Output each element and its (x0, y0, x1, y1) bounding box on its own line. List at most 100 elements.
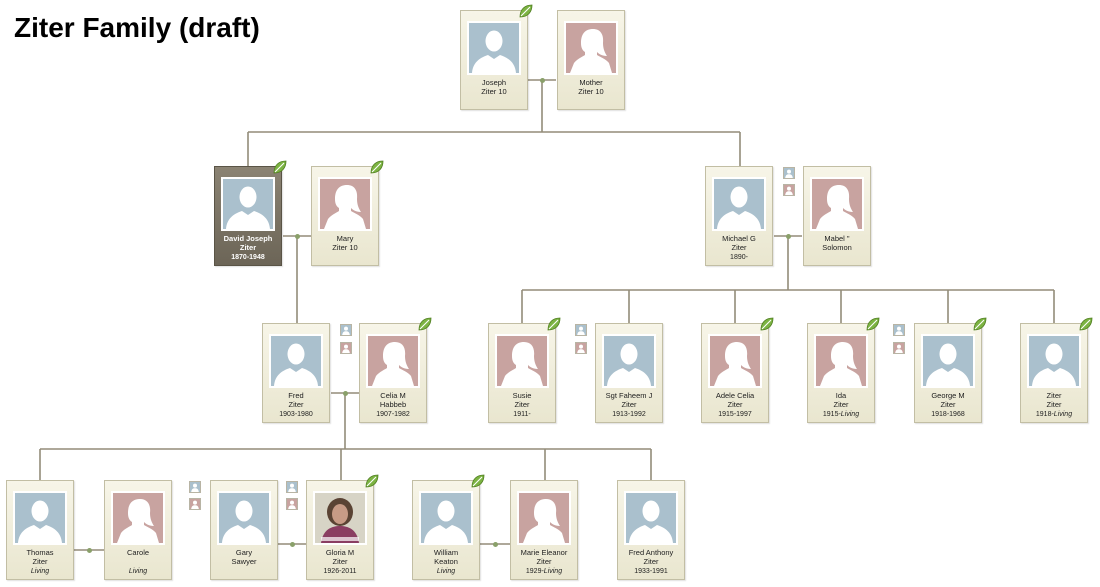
hint-leaf-icon[interactable] (759, 316, 775, 332)
add-mother-button[interactable] (783, 184, 795, 196)
person-name-line: Fred (288, 391, 304, 400)
person-dates: 1926-2011 (307, 567, 373, 576)
male-silhouette-icon (624, 491, 678, 545)
person-name-line: William (433, 548, 459, 557)
hint-leaf-icon[interactable] (417, 316, 433, 332)
person-name-line: Ziter (288, 400, 304, 409)
lifespan-text: 1918-1968 (931, 411, 965, 418)
person-name-line: Thomas (26, 548, 54, 557)
female-silhouette-icon (318, 177, 372, 231)
add-mother-button[interactable] (189, 498, 201, 510)
person-name-line: Ida (835, 391, 847, 400)
female-silhouette-icon (341, 343, 351, 353)
male-silhouette-icon (894, 325, 904, 335)
couple-marker (540, 78, 545, 83)
couple-marker (87, 548, 92, 553)
person-name-line: Ziter 10 (332, 243, 358, 252)
person-name-line: Ziter (833, 400, 849, 409)
female-silhouette-icon (564, 21, 618, 75)
person-card-mabel[interactable]: Mabel "Solomon (803, 166, 871, 266)
lifespan-text: 1918- (1035, 411, 1054, 418)
person-name-line: Carole (126, 548, 150, 557)
person-name-line: Mabel " (824, 234, 850, 243)
person-dates: 1915-1997 (702, 410, 768, 419)
add-father-button[interactable] (286, 481, 298, 493)
hint-leaf-icon[interactable] (865, 316, 881, 332)
page-title: Ziter Family (draft) (14, 12, 260, 43)
male-silhouette-icon (576, 325, 586, 335)
hint-leaf-icon[interactable] (272, 159, 288, 175)
male-silhouette-icon (602, 334, 656, 388)
person-name-line: Ziter (643, 557, 659, 566)
living-label: Living (1053, 411, 1073, 418)
add-father-button[interactable] (340, 324, 352, 336)
person-name-line: Keaton (434, 557, 458, 566)
add-father-button[interactable] (575, 324, 587, 336)
female-silhouette-icon (894, 343, 904, 353)
couple-marker (343, 391, 348, 396)
hint-leaf-icon[interactable] (470, 473, 486, 489)
hint-leaf-icon[interactable] (518, 3, 534, 19)
lifespan-text: 1915-1997 (718, 411, 752, 418)
add-father-button[interactable] (189, 481, 201, 493)
add-mother-button[interactable] (286, 498, 298, 510)
person-name-line: Habbeb (379, 400, 407, 409)
add-mother-button[interactable] (893, 342, 905, 354)
lifespan-text: 1903-1980 (279, 411, 313, 418)
hint-leaf-icon[interactable] (1078, 316, 1094, 332)
person-name-line: Michael G (722, 234, 756, 243)
hint-leaf-icon[interactable] (364, 473, 380, 489)
person-name-line: Ziter (940, 400, 956, 409)
person-name-line: Ziter (731, 243, 747, 252)
lifespan-text: 1907-1982 (376, 411, 410, 418)
person-name: Carole (105, 548, 171, 557)
person-name-line: Ziter (1046, 400, 1062, 409)
add-father-button[interactable] (783, 167, 795, 179)
person-dates: 1890- (706, 253, 772, 262)
add-mother-button[interactable] (575, 342, 587, 354)
lifespan-text: 1913-1992 (612, 411, 646, 418)
hint-leaf-icon[interactable] (972, 316, 988, 332)
hint-leaf-icon[interactable] (546, 316, 562, 332)
person-name-line: Ziter (332, 557, 348, 566)
lifespan-text: 1890- (730, 254, 748, 261)
female-silhouette-icon (190, 499, 200, 509)
person-dates: Living (413, 567, 479, 576)
male-silhouette-icon (784, 168, 794, 178)
add-father-button[interactable] (893, 324, 905, 336)
person-dates: 1907-1982 (360, 410, 426, 419)
add-mother-button[interactable] (340, 342, 352, 354)
hint-leaf-icon[interactable] (369, 159, 385, 175)
couple-marker (290, 542, 295, 547)
